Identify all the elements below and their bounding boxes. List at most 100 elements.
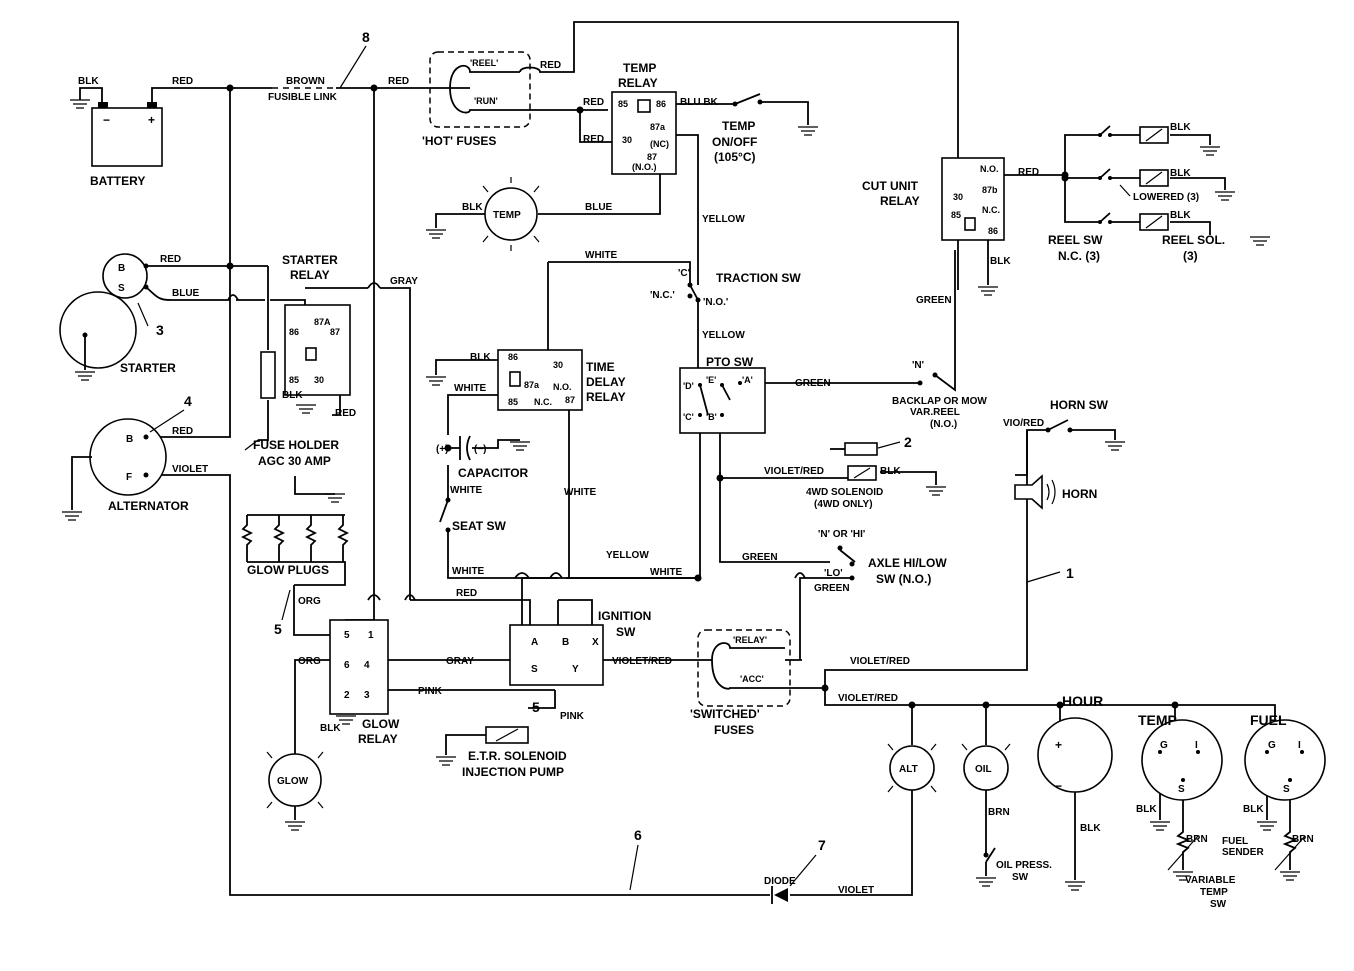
hour-meter: HOUR + − <box>1037 693 1113 793</box>
svg-text:GLOW PLUGS: GLOW PLUGS <box>247 563 329 577</box>
svg-text:85: 85 <box>951 210 961 220</box>
svg-text:BLUE: BLUE <box>172 288 200 299</box>
svg-text:ON/OFF: ON/OFF <box>712 135 757 149</box>
alternator-f-terminal: F <box>126 472 132 483</box>
svg-text:G: G <box>1268 740 1276 751</box>
oil-press-switch: OIL PRESS. SW <box>983 847 1052 883</box>
svg-text:'N.O.': 'N.O.' <box>703 297 728 308</box>
svg-text:'N': 'N' <box>912 360 924 371</box>
svg-text:'N' OR 'HI': 'N' OR 'HI' <box>818 529 865 540</box>
svg-text:RELAY: RELAY <box>618 76 658 90</box>
svg-text:BROWN: BROWN <box>286 76 325 87</box>
fwd-solenoid: 4WD SOLENOID (4WD ONLY) <box>806 442 883 510</box>
svg-text:−: − <box>1055 779 1062 793</box>
svg-text:WHITE: WHITE <box>454 383 487 394</box>
svg-text:BLK: BLK <box>880 466 901 477</box>
ignition-switch[interactable]: A B X S Y IGNITION SW <box>509 609 651 686</box>
svg-text:RED: RED <box>583 134 604 145</box>
svg-text:87A: 87A <box>314 317 331 327</box>
svg-text:BLK: BLK <box>282 390 303 401</box>
svg-text:Y: Y <box>572 664 579 675</box>
svg-text:(NC): (NC) <box>650 139 669 149</box>
svg-text:1: 1 <box>368 630 374 641</box>
diode: DIODE <box>764 876 796 904</box>
svg-text:BLK: BLK <box>1170 122 1191 133</box>
svg-text:85: 85 <box>289 375 299 385</box>
temp-relay: 85 86 30 87a (NC) 87 (N.O.) TEMP RELAY <box>611 61 677 175</box>
svg-text:VIO/RED: VIO/RED <box>1003 418 1044 429</box>
axle-hi-low-switch[interactable]: 'N' OR 'HI' 'LO' AXLE HI/LOW SW (N.O.) <box>818 529 947 586</box>
reel-switches[interactable]: REEL SW N.C. (3) <box>1048 125 1112 263</box>
svg-text:YELLOW: YELLOW <box>702 330 745 341</box>
svg-text:WHITE: WHITE <box>452 566 485 577</box>
hot-fuses: 'REEL' 'RUN' 'HOT' FUSES <box>422 51 531 148</box>
wire-network <box>79 21 1291 896</box>
svg-text:BRN: BRN <box>1292 834 1314 845</box>
svg-text:N.O.: N.O. <box>980 164 999 174</box>
svg-text:'C': 'C' <box>678 268 690 279</box>
svg-text:VIOLET/RED: VIOLET/RED <box>764 466 824 477</box>
svg-text:RED: RED <box>540 60 561 71</box>
svg-text:87: 87 <box>330 327 340 337</box>
svg-text:4: 4 <box>184 393 192 409</box>
svg-text:DELAY: DELAY <box>586 375 626 389</box>
starter-relay-title-2: RELAY <box>290 268 330 282</box>
svg-text:ORG: ORG <box>298 596 321 607</box>
alternator: B F ALTERNATOR <box>71 418 189 513</box>
svg-text:BLU BK: BLU BK <box>680 97 719 108</box>
backlap-switch[interactable]: 'N' BACKLAP OR MOW VAR.REEL (N.O.) <box>892 360 987 430</box>
svg-text:HOUR: HOUR <box>1062 693 1103 709</box>
svg-text:VIOLET/RED: VIOLET/RED <box>838 693 898 704</box>
svg-text:BACKLAP OR MOW: BACKLAP OR MOW <box>892 396 987 407</box>
svg-text:(N.O.): (N.O.) <box>632 162 657 172</box>
wire-crossovers <box>227 282 806 601</box>
svg-text:GREEN: GREEN <box>742 552 778 563</box>
svg-text:RED: RED <box>172 76 193 87</box>
temp-gauge: TEMP G I S VARIABLE TEMP SW <box>1138 712 1236 910</box>
svg-text:(3): (3) <box>1183 249 1198 263</box>
svg-text:8: 8 <box>362 29 370 45</box>
svg-text:SW: SW <box>1012 872 1029 883</box>
svg-text:OIL PRESS.: OIL PRESS. <box>996 860 1052 871</box>
battery: − + BATTERY <box>90 102 163 188</box>
horn-switch[interactable]: HORN SW <box>1045 398 1109 433</box>
svg-text:A: A <box>531 637 538 648</box>
traction-switch[interactable]: 'C' 'N.C.' 'N.O.' TRACTION SW <box>650 268 801 308</box>
svg-text:VARIABLE: VARIABLE <box>1185 875 1236 886</box>
svg-text:YELLOW: YELLOW <box>702 214 745 225</box>
svg-text:TEMP: TEMP <box>1200 887 1228 898</box>
battery-plus-label: + <box>148 113 155 127</box>
temp-on-off-switch[interactable]: TEMP ON/OFF (105°C) <box>712 93 763 164</box>
svg-text:85: 85 <box>508 397 518 407</box>
svg-text:ALT: ALT <box>899 764 918 775</box>
svg-text:X: X <box>592 637 599 648</box>
svg-text:'RUN': 'RUN' <box>474 96 498 106</box>
seat-switch[interactable]: SEAT SW <box>439 497 506 534</box>
ground-symbols <box>62 99 1300 891</box>
svg-text:3: 3 <box>156 322 164 338</box>
svg-text:SW: SW <box>1210 899 1227 910</box>
svg-text:BLK: BLK <box>1170 168 1191 179</box>
svg-text:+: + <box>1055 738 1062 752</box>
starter-relay: 86 87A 87 85 30 STARTER RELAY <box>282 253 351 396</box>
cut-unit-relay: N.O. 30 87b N.C. 85 86 CUT UNIT RELAY <box>862 157 1005 241</box>
svg-text:87a: 87a <box>524 380 540 390</box>
svg-text:GLOW: GLOW <box>277 776 309 787</box>
svg-text:VIOLET/RED: VIOLET/RED <box>612 656 672 667</box>
svg-text:85: 85 <box>618 99 628 109</box>
svg-text:'LO': 'LO' <box>824 568 843 579</box>
fuel-gauge: FUEL G I S FUEL SENDER <box>1222 712 1326 871</box>
svg-text:I: I <box>1195 740 1198 751</box>
svg-text:87a: 87a <box>650 122 666 132</box>
svg-text:FUSIBLE LINK: FUSIBLE LINK <box>268 92 338 103</box>
alt-lamp: ALT <box>887 743 937 793</box>
svg-text:BRN: BRN <box>988 807 1010 818</box>
svg-text:2: 2 <box>904 434 912 450</box>
svg-text:RELAY: RELAY <box>586 390 626 404</box>
svg-text:(−): (−) <box>474 444 487 455</box>
battery-label: BATTERY <box>90 174 145 188</box>
pto-switch[interactable]: 'D' 'E' 'A' 'C' 'B' PTO SW <box>679 355 766 434</box>
svg-text:S: S <box>1178 784 1185 795</box>
svg-text:6: 6 <box>344 660 350 671</box>
svg-text:REEL SW: REEL SW <box>1048 233 1103 247</box>
